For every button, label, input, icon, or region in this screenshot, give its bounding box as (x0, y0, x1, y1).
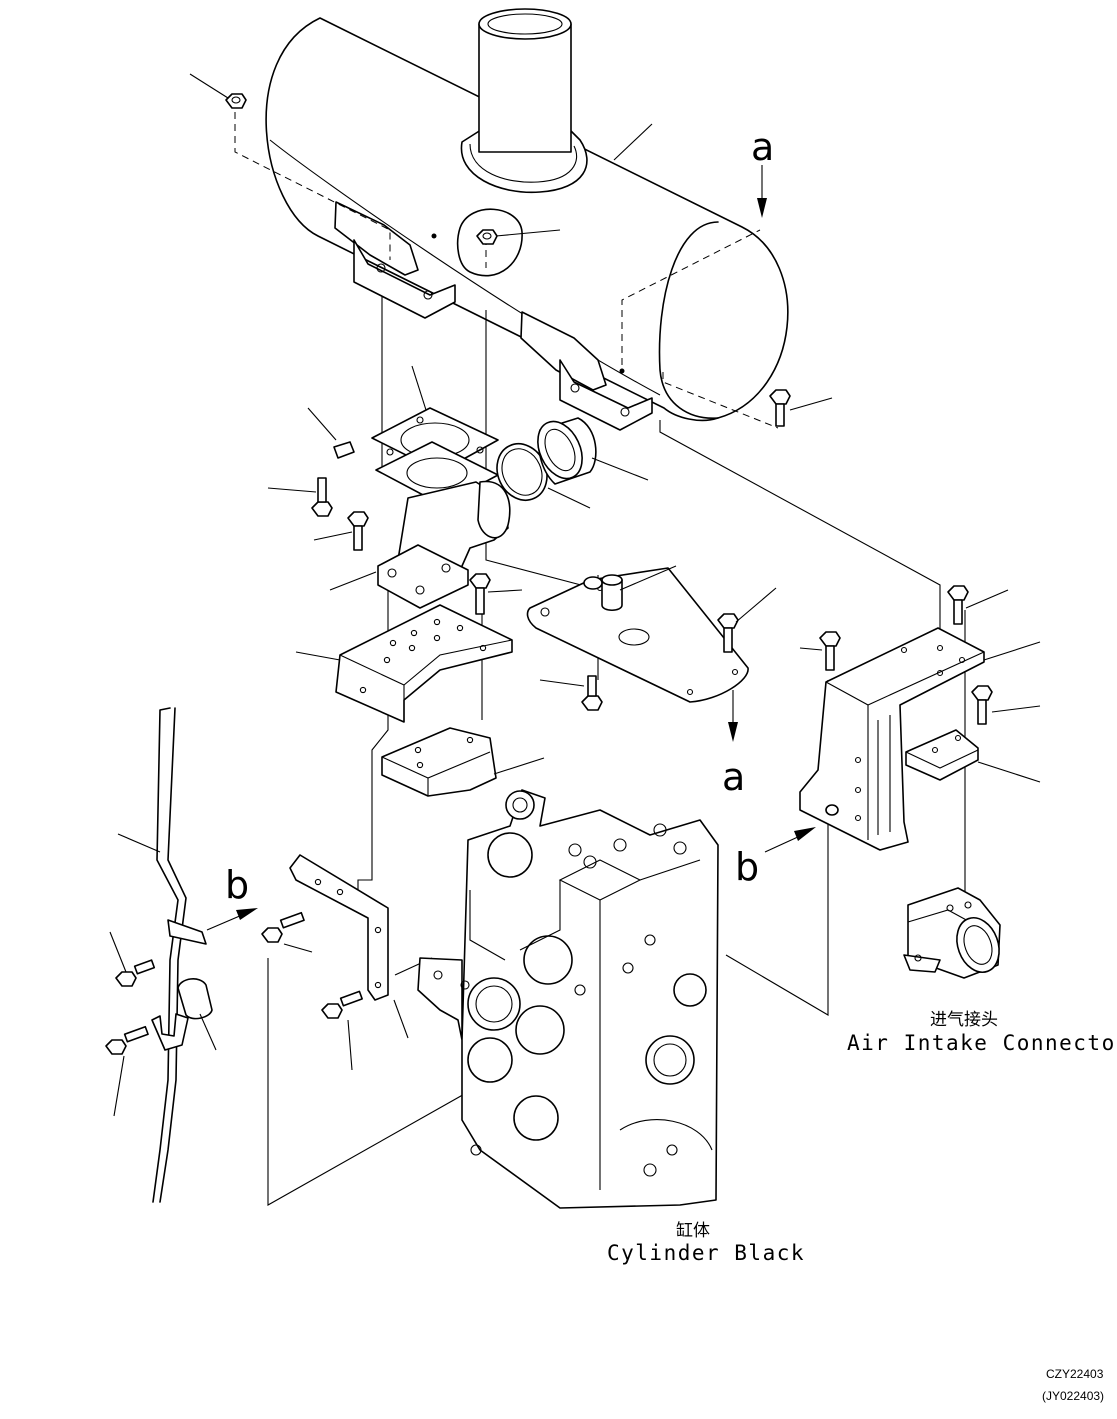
air-intake-connector-caption-en: Air Intake Connector (847, 1031, 1117, 1055)
arrow-icon (207, 908, 258, 930)
cylinder-block (418, 790, 718, 1208)
arrow-icon (728, 690, 738, 742)
lower-left-bracket (336, 605, 512, 722)
muffler-right-foot (521, 312, 652, 430)
arrow-icon (765, 827, 816, 852)
exhaust-elbow (372, 408, 510, 608)
leader-lines (110, 74, 1040, 1116)
plug (334, 442, 354, 458)
bolt-icon (312, 478, 332, 516)
muffler (266, 9, 788, 430)
muffler-outlet-pipe (461, 9, 586, 192)
drawing-code-primary: CZY22403 (1046, 1367, 1104, 1381)
bolt-icon (770, 390, 790, 426)
guide-pipe (152, 708, 212, 1202)
bolt-icon (470, 574, 490, 614)
lower-spacer-block (382, 728, 496, 796)
connector-sleeve (529, 414, 596, 485)
air-intake-connector (904, 888, 1006, 978)
lower-left-stay (290, 855, 388, 1000)
cylinder-block-caption-en: Cylinder Black (607, 1241, 806, 1265)
cylinder-block-caption-cn: 缸体 (676, 1221, 710, 1241)
bolt-icon (948, 586, 968, 624)
drawing-code-secondary: (JY022403) (1042, 1389, 1105, 1403)
bolt-icon (116, 960, 154, 986)
bolt-icon (106, 1027, 148, 1054)
air-intake-connector-caption-cn: 进气接头 (930, 1010, 998, 1030)
bolt-icon (262, 913, 304, 942)
bolt-icon (322, 991, 362, 1018)
bolt-icon (972, 686, 992, 724)
bolt-icon (582, 676, 602, 710)
callout-a-top: a (751, 125, 775, 169)
callout-b-left: b (225, 863, 250, 907)
bolt-icon (348, 512, 368, 550)
callout-a-bottom: a (722, 755, 746, 799)
nut-icon (226, 94, 246, 108)
right-spacer-block (906, 730, 978, 780)
right-support-bracket (800, 628, 984, 850)
bolt-icon (820, 632, 840, 670)
callout-b-right: b (735, 845, 760, 889)
bolt-icon (718, 614, 738, 652)
arrow-icon (757, 165, 767, 218)
muffler-left-foot (335, 202, 455, 318)
support-plate (528, 568, 749, 702)
